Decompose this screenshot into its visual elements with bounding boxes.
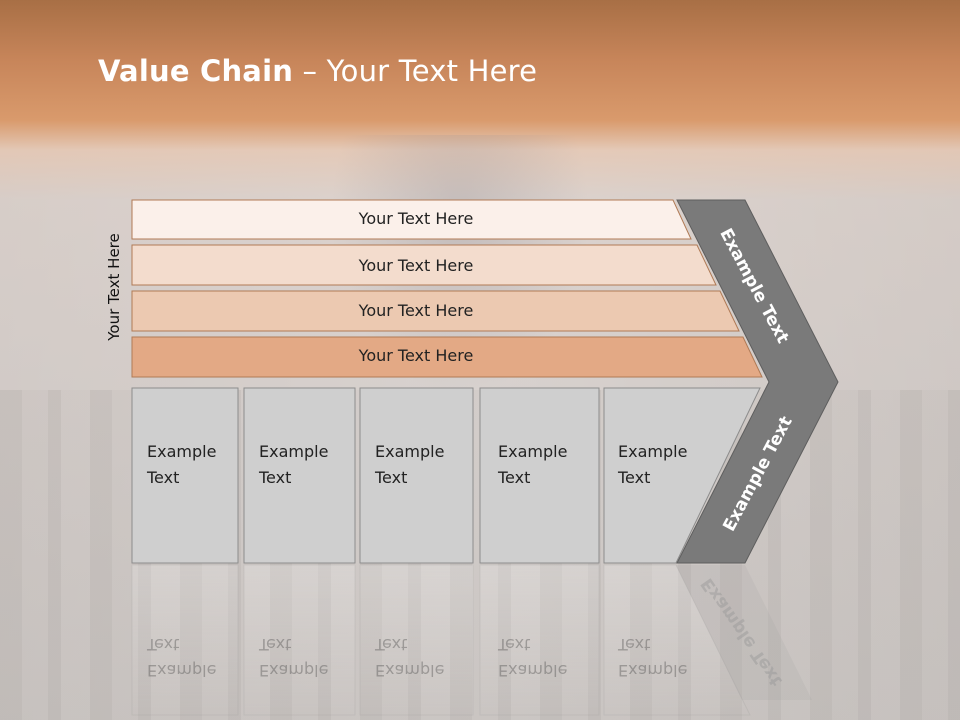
box-3-shape [359, 387, 474, 564]
box-5-shape [603, 387, 761, 564]
box-2-shape [243, 387, 356, 564]
box-4-shape [479, 387, 600, 564]
row-1-label: Your Text Here [358, 209, 474, 228]
row-2-shape [131, 244, 717, 286]
row-3-shape [131, 290, 740, 332]
title-bold: Value Chain [98, 54, 294, 88]
row-3-label: Your Text Here [358, 301, 474, 320]
row-4-label: Your Text Here [358, 346, 474, 365]
row-1-shape [131, 199, 692, 240]
slide-title: Value Chain – Your Text Here [98, 54, 537, 88]
boxes-reflection [131, 564, 812, 716]
row-2-label: Your Text Here [358, 256, 474, 275]
chevron-arrow [676, 199, 839, 564]
box-1-shape [131, 387, 239, 564]
row-4-shape [131, 336, 763, 378]
title-rest: – Your Text Here [293, 54, 538, 88]
